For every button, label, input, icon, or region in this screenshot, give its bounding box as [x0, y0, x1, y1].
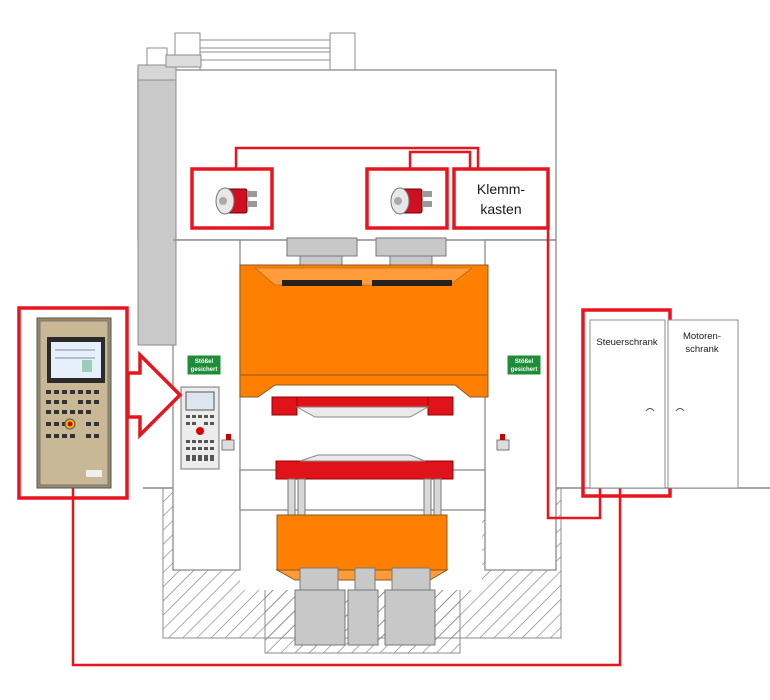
two-hand-button-left-icon: [221, 434, 235, 451]
press-panel-icon: [180, 386, 220, 470]
klemmkasten-label-line2: kasten: [480, 201, 521, 217]
steuerschrank-label: Steuerschrank: [596, 337, 658, 348]
encoder-right-box: [365, 167, 449, 230]
klemmkasten-label-line1: Klemm-: [477, 181, 526, 197]
sign-right-line2: gesichert: [511, 367, 538, 373]
steuerschrank-cabinet: [589, 319, 666, 489]
sign-right: Stößel gesichert: [506, 354, 542, 376]
two-hand-button-right-icon: [496, 434, 510, 451]
upper-ram: [239, 264, 489, 398]
cables: [71, 146, 622, 667]
side-column: [137, 54, 202, 346]
sign-right-line1: Stößel: [515, 359, 534, 365]
rotary-encoder-icon: [390, 187, 432, 215]
sign-left: Stößel gesichert: [186, 354, 222, 376]
motorenschrank-cabinet: [667, 319, 739, 489]
lower-cylinders: [294, 567, 436, 646]
sign-left-line1: Stößel: [195, 359, 214, 365]
lower-tool: [275, 454, 454, 480]
motorenschrank-label-line1: Motoren-: [683, 331, 721, 342]
encoder-left-box: [190, 167, 274, 230]
motorenschrank-label-line2: schrank: [685, 344, 719, 355]
right-arrow-icon: [126, 350, 183, 440]
sign-left-line2: gesichert: [191, 367, 218, 373]
rotary-encoder-icon: [215, 187, 257, 215]
upper-tool: [271, 396, 454, 418]
control-panel-icon: [36, 317, 112, 489]
klemmkasten-box: [452, 167, 550, 230]
